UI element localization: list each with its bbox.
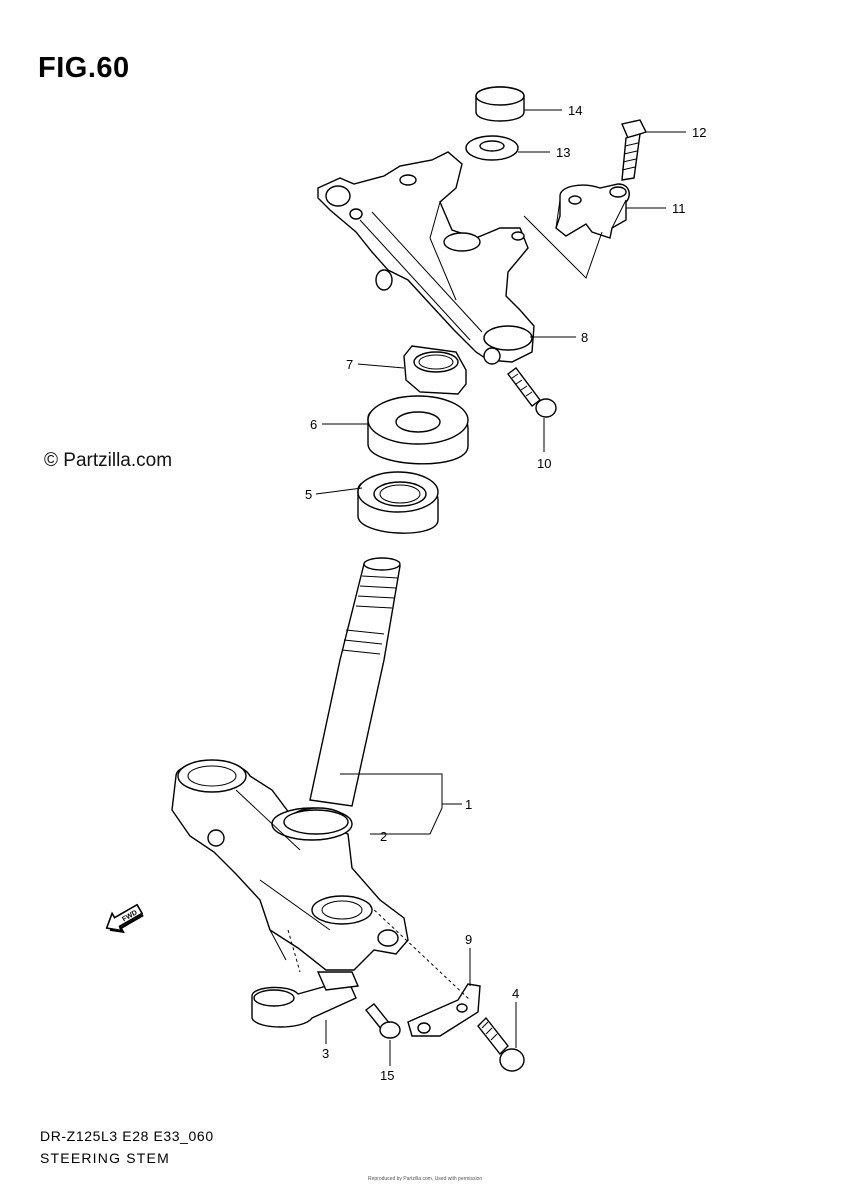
part-3-hose-guide[interactable] bbox=[251, 971, 360, 1028]
model-code: DR-Z125L3 E28 E33_060 bbox=[40, 1128, 214, 1144]
callout-10: 10 bbox=[537, 456, 551, 471]
callout-9: 9 bbox=[465, 932, 472, 947]
part-1-steering-stem[interactable] bbox=[309, 557, 401, 807]
part-9-clamp[interactable] bbox=[407, 983, 481, 1037]
copyright-watermark: © Partzilla.com bbox=[44, 450, 173, 471]
callout-2: 2 bbox=[380, 829, 387, 844]
part-13-washer[interactable] bbox=[465, 135, 519, 161]
callout-13: 13 bbox=[556, 145, 570, 160]
callout-8: 8 bbox=[581, 330, 588, 345]
callout-7: 7 bbox=[346, 357, 353, 372]
leader-lines bbox=[315, 109, 686, 1066]
forward-direction-arrow-icon: FWD bbox=[105, 903, 144, 934]
part-15-bolt[interactable] bbox=[365, 1003, 401, 1039]
part-11-handlebar-holder[interactable] bbox=[555, 183, 630, 239]
callout-3: 3 bbox=[322, 1046, 329, 1061]
callout-15: 15 bbox=[380, 1068, 394, 1083]
part-5-bearing[interactable] bbox=[357, 471, 439, 534]
part-7-lock-nut[interactable] bbox=[403, 345, 467, 395]
callout-14: 14 bbox=[568, 103, 582, 118]
callout-5: 5 bbox=[305, 487, 312, 502]
part-2-bearing[interactable] bbox=[283, 809, 349, 835]
part-4-bolt[interactable] bbox=[477, 1016, 525, 1072]
part-10-bolt[interactable] bbox=[507, 367, 557, 418]
callout-6: 6 bbox=[310, 417, 317, 432]
part-6-dust-seal[interactable] bbox=[367, 395, 469, 465]
callout-4: 4 bbox=[512, 986, 519, 1001]
part-14-cap[interactable] bbox=[475, 86, 525, 122]
callout-1: 1 bbox=[465, 797, 472, 812]
part-12-bolt[interactable] bbox=[621, 119, 647, 181]
figure-title: FIG.60 bbox=[38, 52, 130, 84]
section-name: STEERING STEM bbox=[40, 1150, 170, 1166]
callout-11: 11 bbox=[672, 201, 686, 216]
callout-12: 12 bbox=[692, 125, 706, 140]
part-8-upper-bracket[interactable] bbox=[317, 151, 535, 365]
fine-print: Reproduced by Partzilla.com, Used with p… bbox=[368, 1176, 483, 1182]
